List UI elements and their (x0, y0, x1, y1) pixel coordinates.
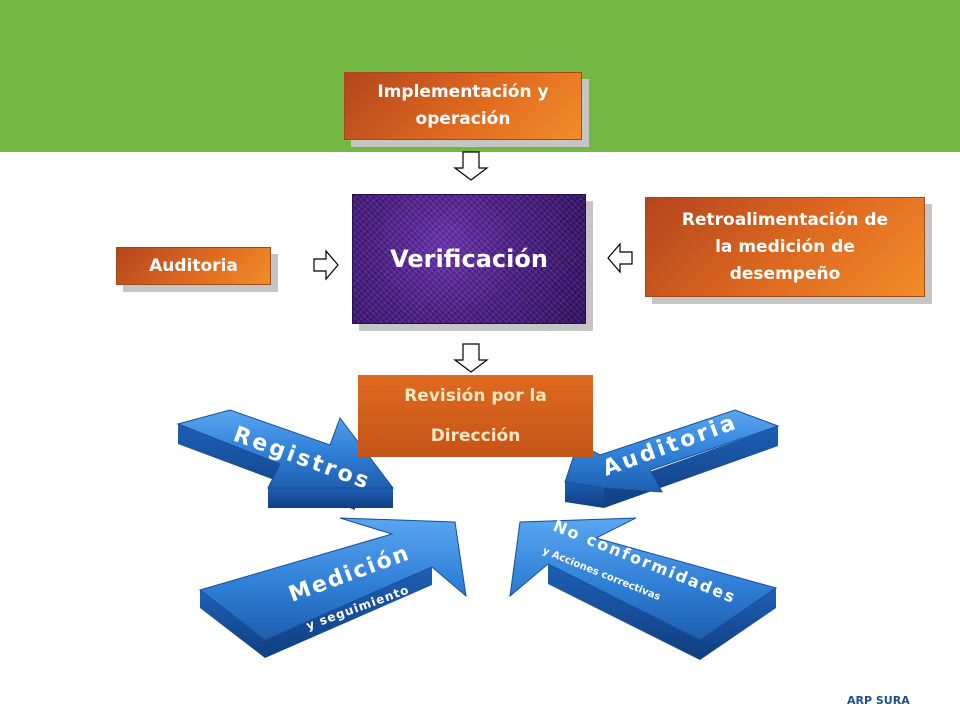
auditoria-left-box: Auditoria (116, 247, 271, 285)
implementacion-box: Implementación y operación (344, 72, 582, 140)
verificacion-label: Verificación (390, 245, 548, 273)
noconf-arrow (509, 517, 778, 660)
right-arrow-icon (313, 249, 339, 281)
retro-line1: Retroalimentación de (681, 209, 889, 230)
retro-line3: desempeño (729, 263, 841, 284)
revision-box: Revisión por la Dirección (358, 375, 593, 457)
verificacion-box: Verificación (352, 194, 586, 324)
left-arrow-icon (607, 242, 633, 274)
implementacion-line2: operación (415, 109, 511, 129)
revision-line2: Dirección (430, 426, 521, 446)
auditoria-left-label: Auditoria (149, 256, 238, 276)
registros-arrow (176, 409, 395, 510)
down-arrow-bottom-icon (453, 343, 489, 373)
revision-line1: Revisión por la (404, 386, 547, 406)
down-arrow-top-icon (453, 151, 489, 181)
retro-line2: la medición de (715, 236, 855, 257)
retroalimentacion-box: Retroalimentación de la medición de dese… (645, 197, 925, 297)
auditoria-arrow (564, 409, 780, 508)
medicion-arrow (198, 517, 467, 658)
implementacion-line1: Implementación y (377, 82, 549, 102)
footer-brand: ARP SURA (847, 694, 910, 707)
